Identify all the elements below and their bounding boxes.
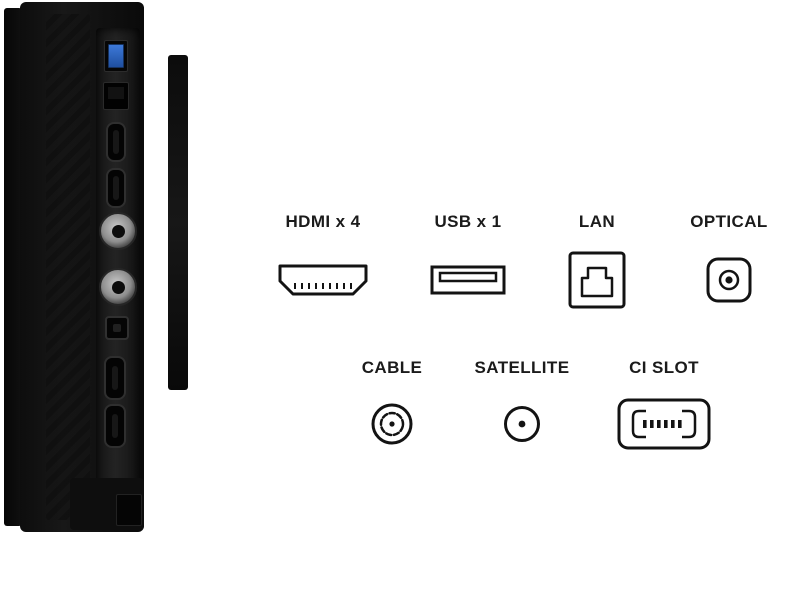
cable-icon [322,386,462,462]
tv-bottom-slot [116,494,142,526]
usb-label: USB x 1 [434,212,502,231]
satellite-label: SATELLITE [474,358,570,377]
legend-item-lan: LAN [527,212,667,322]
usb-port [104,40,128,72]
tv-side-panel [0,0,200,540]
optical-label: OPTICAL [690,212,768,231]
legend-item-cable: CABLE [322,358,462,462]
hdmi-port-3 [104,356,126,400]
coax-hole [111,224,125,238]
legend-item-satellite: SATELLITE [452,358,592,462]
usb-port-tongue [108,44,124,68]
lan-icon [527,238,667,322]
hdmi-slot [112,366,118,390]
optical-icon [659,238,799,322]
hdmi-label: HDMI x 4 [285,212,361,231]
usb-icon [398,238,538,322]
hdmi-port-1 [106,122,126,162]
hdmi-port-4 [104,404,126,448]
lan-port-jack [108,87,124,99]
hdmi-slot [113,176,119,200]
satellite-icon [452,386,592,462]
tv-back-edge [4,8,22,526]
hdmi-icon [253,238,393,322]
legend-item-hdmi: HDMI x 4 [253,212,393,322]
ci-slot-label: CI SLOT [629,358,699,377]
hdmi-port-2 [106,168,126,208]
tv-texture [46,14,90,520]
legend-item-optical: OPTICAL [659,212,799,322]
ci-slot-icon [594,386,734,462]
lan-label: LAN [578,212,616,231]
lan-port [103,82,129,110]
satellite-antenna-port [99,268,137,306]
wall-bracket [168,55,188,390]
optical-port-window [113,324,121,332]
coax-hole [111,280,125,294]
optical-port [105,316,129,340]
hdmi-slot [112,414,118,438]
legend-item-usb: USB x 1 [398,212,538,322]
cable-antenna-port [99,212,137,250]
cable-label: CABLE [361,358,423,377]
hdmi-slot [113,130,119,154]
legend-item-ci-slot: CI SLOT [594,358,734,462]
